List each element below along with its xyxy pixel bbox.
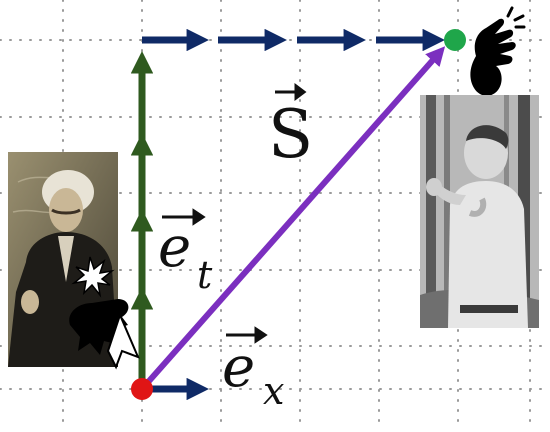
- et-label-base: e: [158, 215, 192, 280]
- ex-label-subscript: x: [263, 369, 285, 413]
- snapping-fingers-icon: [470, 6, 526, 96]
- feynman-photo: [420, 95, 539, 328]
- et-label-subscript: t: [197, 253, 213, 297]
- et-overarrow: [162, 208, 206, 226]
- collision-bang-icon: [69, 256, 140, 370]
- start-point: [131, 378, 153, 400]
- s-vector-label: S: [268, 96, 314, 173]
- ex-label-base: e: [222, 335, 256, 400]
- end-point: [444, 29, 466, 51]
- s-vector: [139, 46, 446, 391]
- s-overarrow: [275, 83, 307, 101]
- ex-overarrow: [226, 326, 268, 344]
